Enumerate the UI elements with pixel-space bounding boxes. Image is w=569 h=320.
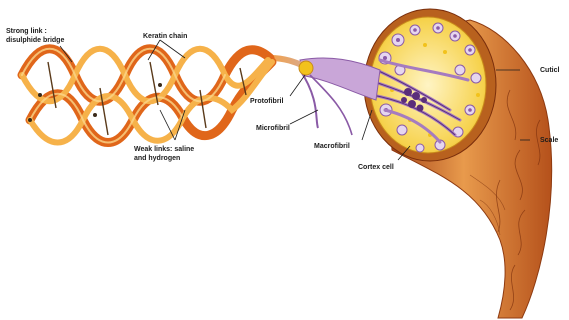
keratin-chains (22, 49, 272, 143)
weak-links-label-line1: Weak links: saline (134, 145, 194, 154)
weak-links-label-line2: and hydrogen (134, 154, 194, 163)
strong-link-label-line1: Strong link : (6, 27, 64, 36)
cortex-cell-label: Cortex cell (358, 163, 394, 172)
protofibril-label: Protofibril (250, 97, 283, 106)
keratin-chain-label: Keratin chain (143, 32, 187, 41)
strong-link-label-line2: disulphide bridge (6, 36, 64, 45)
microfibril-label: Microfibril (256, 124, 290, 133)
weak-links-label: Weak links: saline and hydrogen (134, 145, 194, 163)
hair-cross-section (364, 9, 496, 161)
cuticle-label: Cuticl (540, 66, 559, 75)
scale-label: Scale (540, 136, 558, 145)
macrofibril-label: Macrofibril (314, 142, 350, 151)
strong-link-label: Strong link : disulphide bridge (6, 27, 64, 45)
